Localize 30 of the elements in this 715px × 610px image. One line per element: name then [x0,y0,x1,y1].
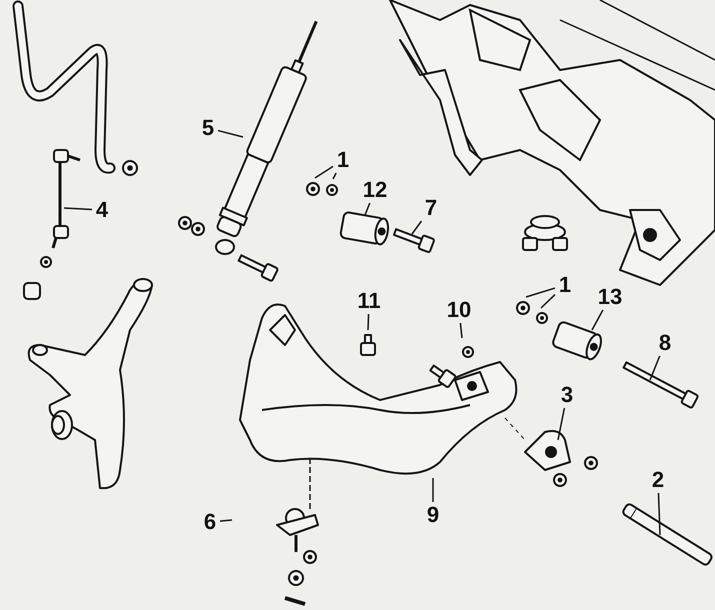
leader-line [332,172,337,180]
leader-line [64,207,92,210]
callout-number: 3 [557,382,577,408]
leader-line [460,322,463,338]
callout-number: 2 [648,467,668,493]
leader-line [411,220,422,234]
leader-line [526,287,556,298]
callout-number: 1 [555,272,575,298]
callout-number: 4 [92,197,112,223]
callout-number: 5 [198,115,218,141]
callout-number: 6 [200,509,220,535]
callout-number: 13 [594,284,626,310]
leader-line [591,310,604,330]
callout-number: 11 [353,288,385,314]
callout-number: 12 [359,177,391,203]
callout-number: 7 [421,195,441,221]
callout-number: 1 [333,147,353,173]
callout-number: 9 [423,502,443,528]
leader-line [364,202,370,216]
leader-line [649,356,660,380]
leader-line [220,519,232,522]
leader-line [367,314,370,330]
callout-number: 8 [655,330,675,356]
leader-line [540,294,556,309]
leader-line [218,130,244,138]
leader-line [658,492,661,536]
leader-line [314,166,334,179]
callout-number: 10 [443,297,475,323]
leader-line [557,408,566,440]
leader-line [432,478,434,502]
